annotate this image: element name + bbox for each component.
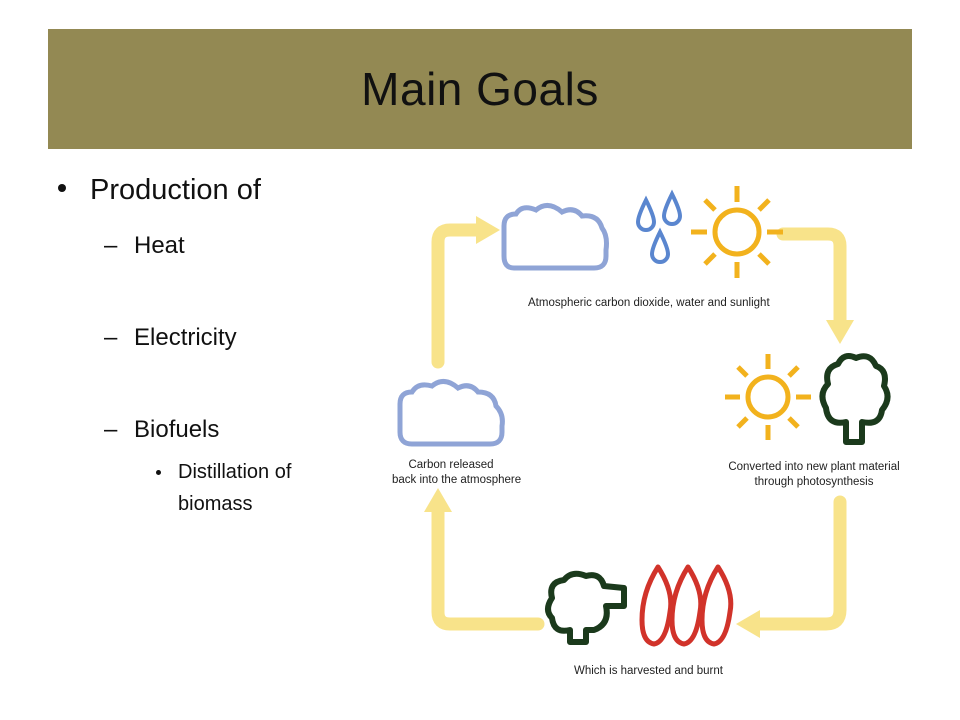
bullet-biofuels: –Biofuels bbox=[104, 416, 219, 444]
bullet-dot-icon bbox=[156, 470, 161, 475]
arrow-head-icon bbox=[476, 216, 500, 244]
sun-icon bbox=[691, 186, 783, 278]
arrow-head-icon bbox=[826, 320, 854, 344]
flame-icon bbox=[639, 564, 734, 647]
bullet-biofuels-label: Biofuels bbox=[134, 416, 220, 443]
cycle-arrow-bottom-left bbox=[431, 505, 545, 631]
caption-right: Converted into new plant material throug… bbox=[724, 460, 904, 490]
title-bar: Main Goals bbox=[48, 29, 912, 149]
carbon-cycle-graphics bbox=[397, 186, 891, 647]
cycle-arrow-bottom-right bbox=[753, 495, 847, 631]
sun-icon bbox=[725, 354, 811, 440]
caption-top: Atmospheric carbon dioxide, water and su… bbox=[528, 297, 770, 309]
caption-right-line2: through photosynthesis bbox=[754, 476, 874, 488]
caption-left-line2: back into the atmosphere bbox=[392, 474, 522, 486]
arrow-head-icon bbox=[736, 610, 760, 638]
cloud-icon bbox=[397, 379, 505, 447]
dash-icon: – bbox=[104, 416, 118, 443]
water-drop-icon bbox=[649, 227, 671, 264]
water-drop-icon bbox=[661, 189, 683, 226]
bullet-heat: –Heat bbox=[104, 232, 185, 260]
caption-left-line1: Carbon released bbox=[408, 459, 494, 471]
arrow-head-icon bbox=[424, 488, 452, 512]
caption-left: Carbon released back into the atmosphere bbox=[392, 458, 522, 488]
harvested-tree-icon bbox=[545, 570, 627, 645]
cycle-arrow-top-left bbox=[431, 223, 483, 369]
caption-right-line1: Converted into new plant material bbox=[728, 461, 900, 473]
bullet-electricity-label: Electricity bbox=[134, 324, 237, 351]
bullet-heat-label: Heat bbox=[134, 232, 185, 259]
dash-icon: – bbox=[104, 324, 118, 351]
bullet-electricity: –Electricity bbox=[104, 324, 237, 352]
cycle-arrow-top-right bbox=[776, 227, 847, 327]
tree-icon bbox=[819, 353, 891, 445]
bullet-distillation: Distillation of biomass bbox=[156, 456, 366, 520]
carbon-cycle-diagram: Atmospheric carbon dioxide, water and su… bbox=[388, 172, 908, 692]
caption-bottom: Which is harvested and burnt bbox=[574, 665, 723, 677]
bullet-distillation-label: Distillation of biomass bbox=[178, 461, 292, 515]
bullet-dot-icon bbox=[58, 184, 66, 193]
bullet-production: Production of bbox=[58, 174, 261, 207]
water-drop-icon bbox=[635, 195, 657, 232]
bullet-production-label: Production of bbox=[90, 174, 261, 206]
page-title: Main Goals bbox=[361, 63, 599, 115]
cloud-icon bbox=[501, 203, 609, 271]
dash-icon: – bbox=[104, 232, 118, 259]
